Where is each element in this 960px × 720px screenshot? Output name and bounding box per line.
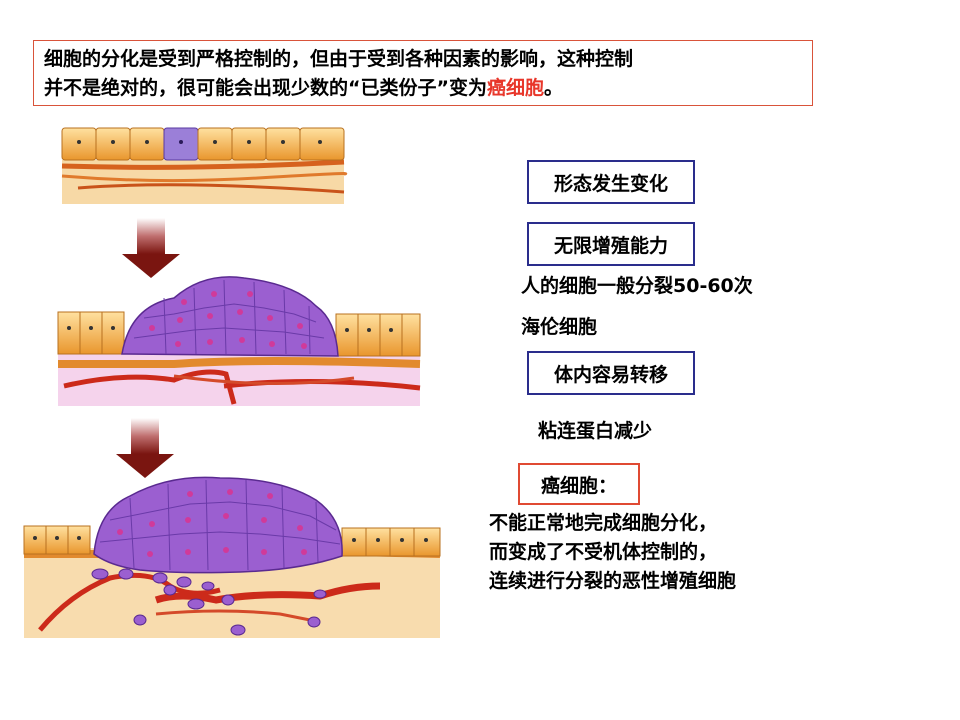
- fiber: [58, 357, 421, 368]
- intro-line-1: 细胞的分化是受到严格控制的，但由于受到各种因素的影响，这种控制: [44, 48, 634, 70]
- blood-vessel: [63, 369, 237, 405]
- fiber: [61, 159, 345, 170]
- shape-change-label: 形态发生变化: [553, 172, 668, 195]
- fiber: [155, 609, 321, 624]
- tumor-cell-outlines: [133, 279, 325, 355]
- cancer-cell-box: 癌细胞：: [518, 463, 640, 505]
- tumor-nuclei: [149, 291, 307, 349]
- normal-cell-row: [61, 127, 345, 161]
- blood-vessel: [154, 582, 381, 604]
- tumor-nuclei: [117, 489, 307, 557]
- fiber: [61, 172, 348, 183]
- blood-vessel: [38, 572, 221, 632]
- down-arrow-icon: [122, 218, 180, 278]
- fiber: [77, 183, 345, 194]
- normal-cell-row-right: [341, 527, 441, 557]
- metastatic-cells: [91, 568, 327, 636]
- hela-note: 海伦细胞: [521, 316, 598, 338]
- normal-cell-row-right: [335, 313, 421, 357]
- easy-metastasis-label: 体内容易转移: [553, 363, 668, 386]
- easy-metastasis-box: 体内容易转移: [527, 351, 695, 395]
- adhesion-note: 粘连蛋白减少: [538, 420, 653, 442]
- cancer-cell-definition: 不能正常地完成细胞分化， 而变成了不受机体控制的， 连续进行分裂的恶性增殖细胞: [489, 509, 736, 596]
- unlimited-growth-label: 无限增殖能力: [553, 234, 668, 257]
- intro-highlight-cancer-cell: 癌细胞: [486, 77, 544, 99]
- metastasis-illustration: [23, 476, 441, 638]
- intro-line-2: 并不是绝对的，很可能会出现少数的“已类份子”变为癌细胞。: [44, 74, 802, 103]
- shape-change-box: 形态发生变化: [527, 160, 695, 204]
- division-note: 人的细胞一般分裂50-60次: [521, 275, 753, 297]
- intro-line-2-text: 并不是绝对的，很可能会出现少数的“已类份子”变为: [44, 77, 487, 99]
- intro-text-box: 细胞的分化是受到严格控制的，但由于受到各种因素的影响，这种控制 并不是绝对的，很…: [33, 40, 813, 106]
- normal-cell-row-left: [57, 311, 125, 355]
- normal-tissue-illustration: [61, 127, 348, 204]
- unlimited-growth-box: 无限增殖能力: [527, 222, 695, 266]
- definition-line-3: 连续进行分裂的恶性增殖细胞: [489, 570, 737, 592]
- tumor-growth-illustration: [57, 276, 421, 406]
- intro-line-2-end: 。: [544, 77, 564, 99]
- cancer-cell-label: 癌细胞：: [540, 474, 617, 497]
- normal-cell-row-left: [23, 525, 91, 555]
- definition-line-2: 而变成了不受机体控制的，: [489, 541, 718, 563]
- tumor-cell-outlines: [99, 479, 341, 571]
- fiber: [173, 374, 355, 386]
- down-arrow-icon: [116, 418, 174, 478]
- tumor-mass: [93, 476, 343, 574]
- definition-line-1: 不能正常地完成细胞分化，: [489, 512, 718, 534]
